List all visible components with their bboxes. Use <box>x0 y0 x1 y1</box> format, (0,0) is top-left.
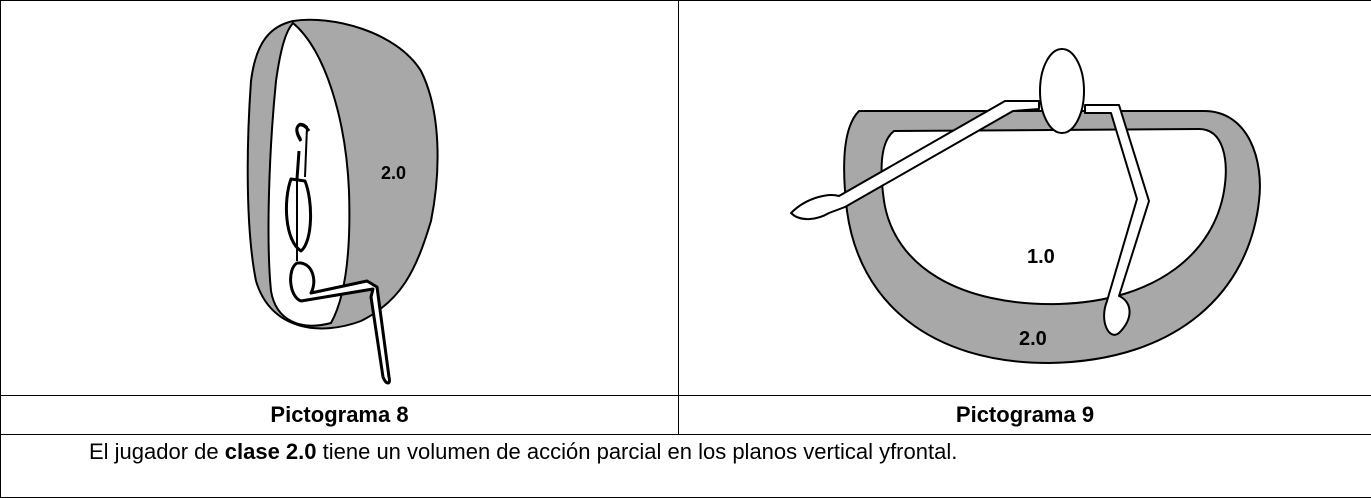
zone-label-2-0: 2.0 <box>1019 328 1047 350</box>
description-class-name: clase 2.0 <box>225 439 317 464</box>
pictogram-9-figure-cell: 1.0 2.0 <box>679 1 1371 396</box>
pictogram-9-illustration: 1.0 2.0 <box>679 1 1371 395</box>
pictogram-8-figure-cell: 2.0 <box>1 1 679 396</box>
zone-label-2-0: 2.0 <box>381 163 406 183</box>
class-description: El jugador de clase 2.0 tiene un volumen… <box>1 435 1371 498</box>
pictogram-8-illustration: 2.0 <box>1 1 679 395</box>
pictogram-9-caption: Pictograma 9 <box>679 396 1371 435</box>
pictogram-8-caption: Pictograma 8 <box>1 396 679 435</box>
description-prefix: El jugador de <box>89 439 225 464</box>
description-suffix: tiene un volumen de acción parcial en lo… <box>317 439 958 464</box>
zone-label-1-0: 1.0 <box>1027 246 1055 268</box>
player-head <box>1040 49 1084 133</box>
